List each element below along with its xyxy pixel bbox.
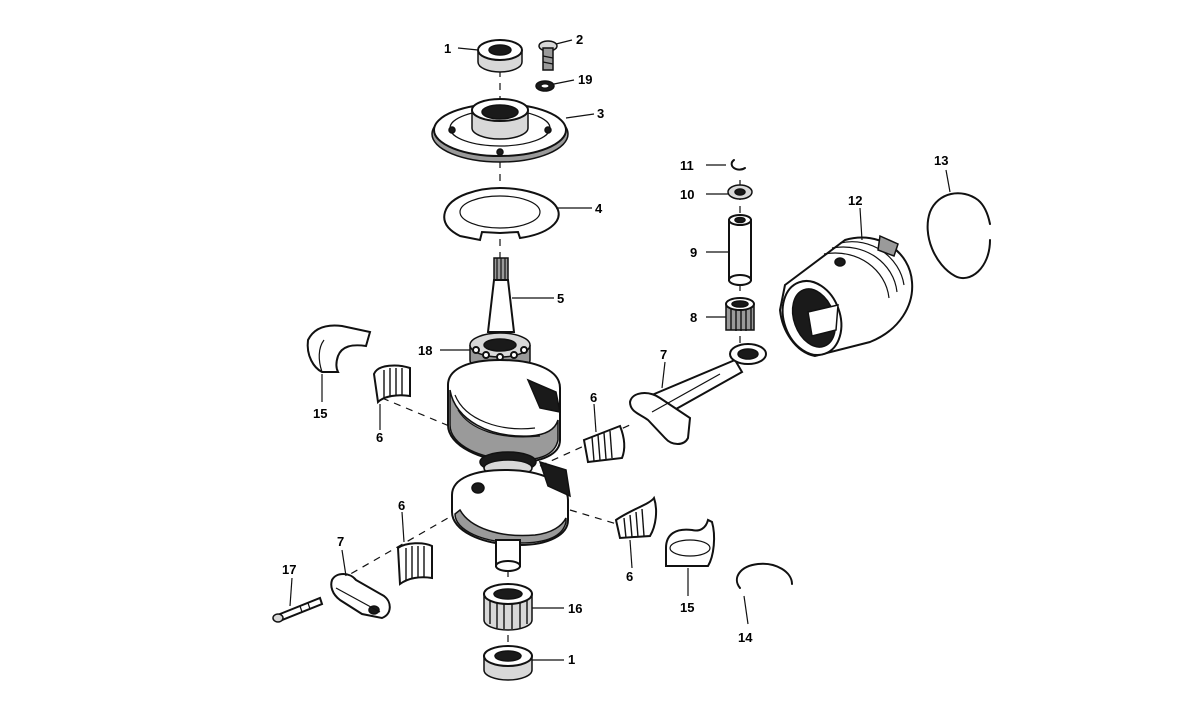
callout-2: 2 — [576, 32, 583, 47]
callout-17: 17 — [282, 562, 296, 577]
leader-lines — [289, 39, 951, 661]
callout-15-right: 15 — [680, 600, 694, 615]
crankshaft — [447, 257, 571, 572]
callout-6-left: 6 — [376, 430, 383, 445]
callout-6-lower: 6 — [398, 498, 405, 513]
wrist-pin-clip — [730, 159, 746, 171]
callout-4: 4 — [595, 201, 603, 216]
callout-8: 8 — [690, 310, 697, 325]
thrust-washer — [727, 184, 753, 200]
connecting-rod-cap — [330, 573, 391, 620]
callout-6-bottom: 6 — [626, 569, 633, 584]
bearing-retainer-plate — [431, 98, 569, 163]
plate-gasket — [443, 186, 560, 242]
callout-9: 9 — [690, 245, 697, 260]
callout-13: 13 — [934, 153, 948, 168]
callout-labels: 1 2 19 3 4 11 10 9 8 13 12 5 18 7 15 6 6… — [282, 32, 948, 667]
lock-washer — [535, 80, 555, 92]
callout-3: 3 — [597, 106, 604, 121]
piston — [778, 234, 914, 358]
top-oil-seal — [477, 39, 523, 73]
lower-main-bearing — [483, 583, 533, 631]
connecting-rod — [628, 343, 767, 445]
wrist-pin — [728, 214, 752, 286]
bearing-shell-right — [665, 518, 716, 567]
callout-7-rod: 7 — [660, 347, 667, 362]
bottom-oil-seal — [483, 645, 533, 681]
needle-bearing-cage-2 — [582, 424, 626, 464]
callout-11: 11 — [680, 158, 694, 173]
wrist-pin-needle-bearing — [725, 297, 755, 331]
callout-16: 16 — [568, 601, 582, 616]
callout-18: 18 — [418, 343, 432, 358]
callout-12: 12 — [848, 193, 862, 208]
needle-bearing-cage-1 — [372, 364, 411, 405]
needle-bearing-cage-4 — [396, 542, 433, 586]
callout-6-right: 6 — [590, 390, 597, 405]
piston-ring — [926, 192, 991, 279]
needle-bearing-cage-3 — [614, 495, 658, 540]
bearing-shell-left — [306, 324, 372, 373]
callout-10: 10 — [680, 187, 694, 202]
callout-1-bottom: 1 — [568, 652, 575, 667]
callout-14: 14 — [738, 630, 753, 645]
callout-5: 5 — [557, 291, 564, 306]
callout-15-left: 15 — [313, 406, 327, 421]
callout-1-top: 1 — [444, 41, 451, 56]
bearing-retaining-ring — [735, 562, 793, 589]
rod-cap-screw — [272, 596, 324, 623]
retainer-screw — [538, 40, 558, 71]
callout-7-cap: 7 — [337, 534, 344, 549]
callout-19: 19 — [578, 72, 592, 87]
